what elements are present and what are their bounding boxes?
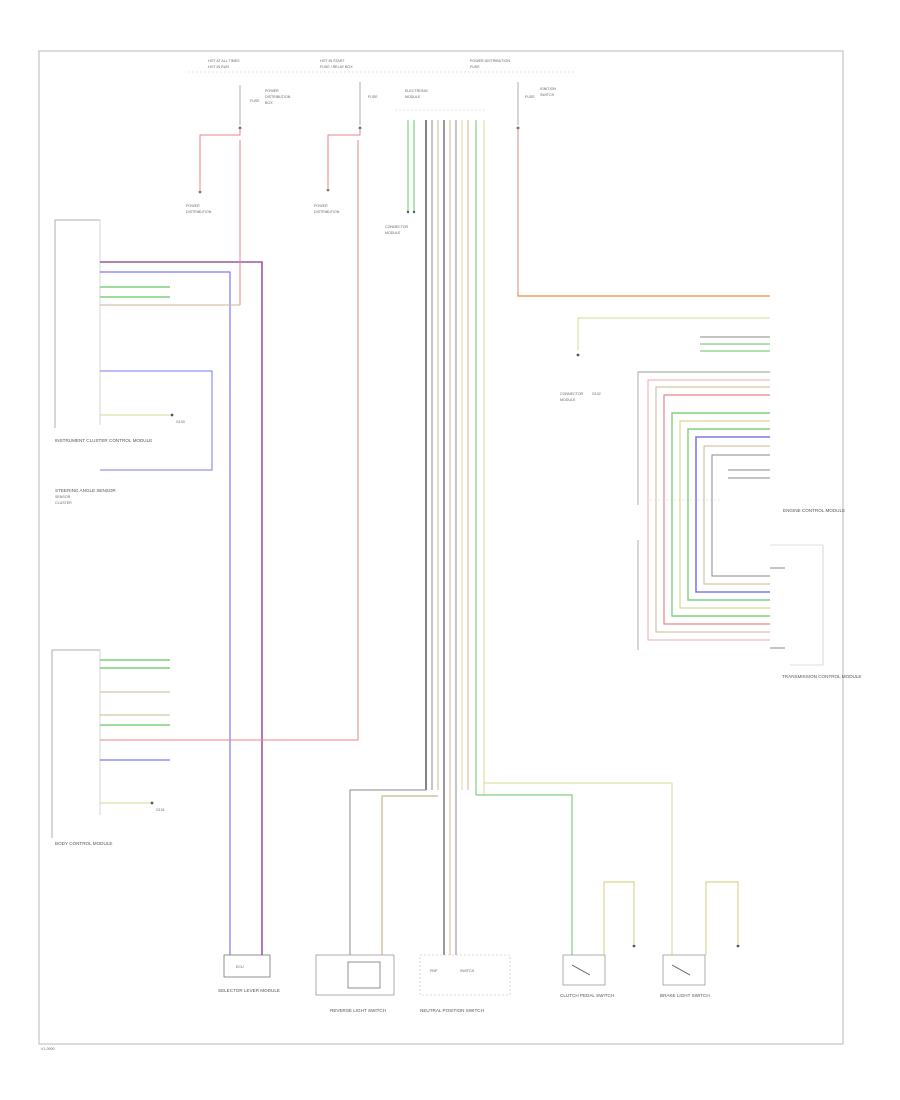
svg-text:MODULE: MODULE [385,231,401,235]
svg-text:MODULE: MODULE [560,398,576,402]
svg-text:CONNECTOR: CONNECTOR [385,225,408,229]
top-label-3: HOT IN START [320,59,345,63]
instrument-cluster-label: INSTRUMENT CLUSTER CONTROL MODULE [55,438,152,443]
right-side-wires: CONNECTOR MODULE G102 ENGINE CONTROL MOD… [517,130,861,679]
top-label-1: HOT AT ALL TIMES [208,59,240,63]
top-fuse-area: HOT AT ALL TIMES HOT IN RUN HOT IN START… [186,59,575,235]
selector-label: SELECTOR LEVER MODULE [218,988,280,993]
top-label-5: POWER DISTRIBUTION [470,59,510,63]
brake-switch-label: BRAKE LIGHT SWITCH [660,993,710,998]
steering-label: STEERING ANGLE SENSOR [55,488,116,493]
top-label-4: FUSE / RELAY BOX [320,65,353,69]
svg-text:SWITCH: SWITCH [540,93,555,97]
svg-text:CLUSTER: CLUSTER [55,501,72,505]
svg-text:PNP: PNP [430,969,438,973]
svg-text:MODULE: MODULE [405,95,421,99]
fuse-label-3: FUSE [525,95,535,99]
top-label-6: FUSE [470,65,480,69]
top-label-2: HOT IN RUN [208,65,229,69]
fuse-label-1: FUSE [250,99,260,103]
svg-text:POWER: POWER [186,204,200,208]
footer-code: V1-0000 [41,1047,55,1051]
svg-text:IGNITION: IGNITION [540,87,556,91]
svg-text:BOX: BOX [265,101,273,105]
body-module-label: BODY CONTROL MODULE [55,841,112,846]
svg-text:CONNECTOR: CONNECTOR [560,392,583,396]
clutch-switch-label: CLUTCH PEDAL SWITCH [560,993,614,998]
ground-label-2: G101 [156,808,165,812]
body-module-block: BODY CONTROL MODULE [51,649,112,846]
svg-text:ELECTRONIC: ELECTRONIC [405,89,429,93]
center-wire-bundle [349,120,673,955]
bottom-components: ECU SELECTOR LEVER MODULE REVERSE LIGHT … [218,881,740,1013]
svg-text:POWER: POWER [314,204,328,208]
svg-text:DISTRIBUTION: DISTRIBUTION [314,210,340,214]
svg-text:DISTRIBUTION: DISTRIBUTION [186,210,212,214]
ground-label-1: G100 [176,420,185,424]
svg-text:POWER: POWER [265,89,279,93]
engine-module-label: ENGINE CONTROL MODULE [783,508,845,513]
trans-module-label: TRANSMISSION CONTROL MODULE [782,674,861,679]
svg-text:ECU: ECU [236,965,244,969]
ground-label-3: G102 [592,392,601,396]
neutral-switch-label: NEUTRAL POSITION SWITCH [420,1008,484,1013]
svg-text:DISTRIBUTION: DISTRIBUTION [265,95,291,99]
instrument-cluster-block: INSTRUMENT CLUSTER CONTROL MODULE STEERI… [54,219,152,505]
svg-text:SWITCH: SWITCH [460,969,475,973]
reverse-switch-label: REVERSE LIGHT SWITCH [330,1008,386,1013]
svg-text:SENSOR: SENSOR [55,495,71,499]
fuse-label-2: FUSE [368,95,378,99]
left-wires: G100 G101 [100,140,359,955]
diagram-border [38,50,844,1045]
